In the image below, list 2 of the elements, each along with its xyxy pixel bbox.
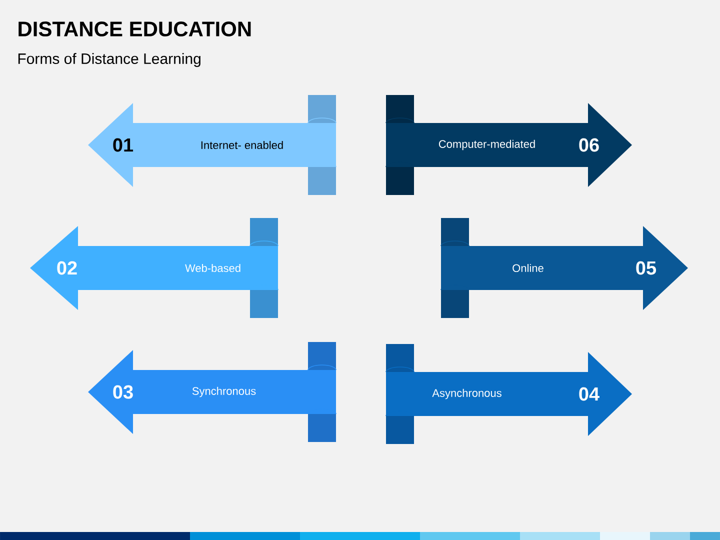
subtitle: Forms of Distance Learning bbox=[18, 53, 200, 67]
title: DISTANCE EDUCATION bbox=[18, 22, 251, 36]
